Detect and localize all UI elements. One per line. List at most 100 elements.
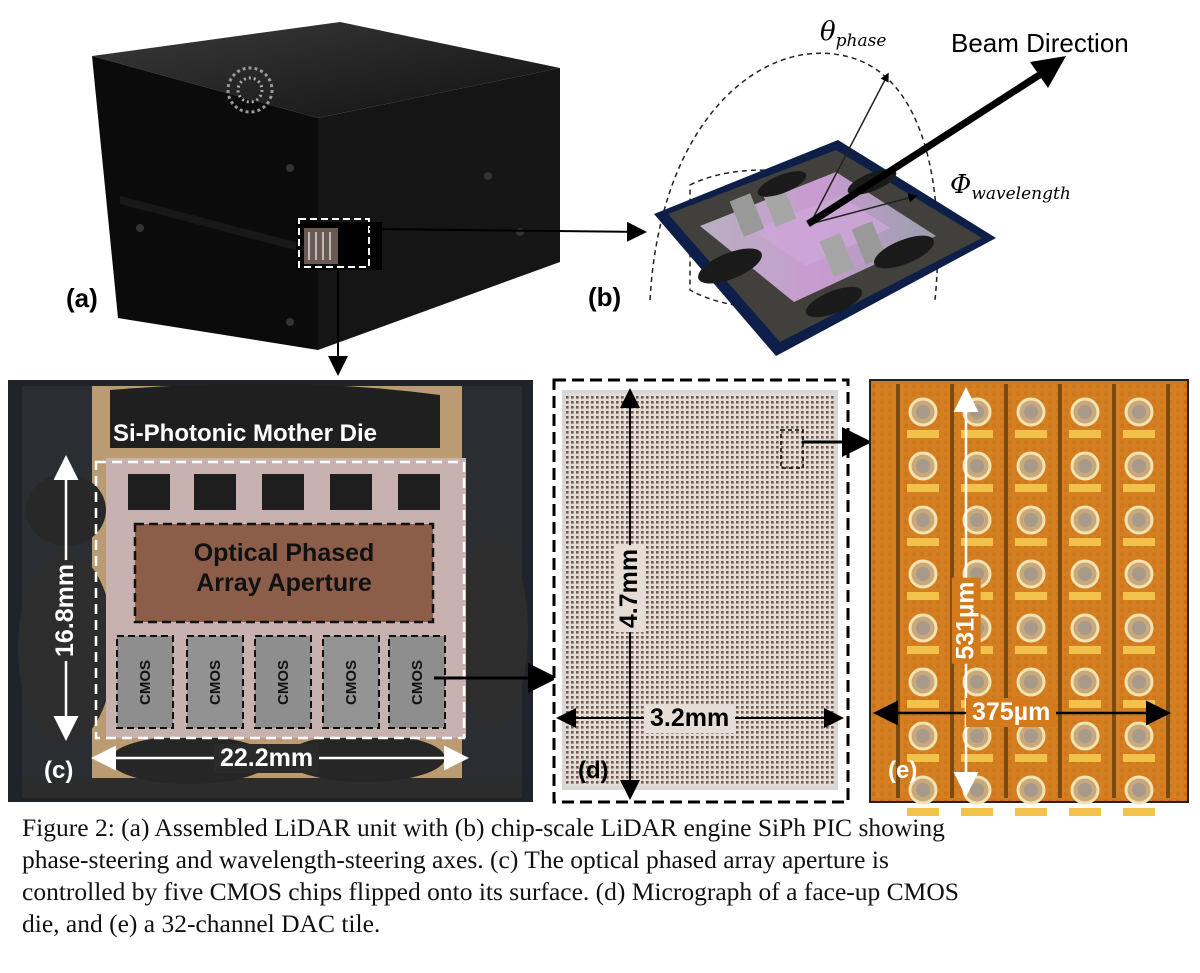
bump-pad-core (916, 783, 930, 797)
pad-trace (907, 538, 939, 546)
mother-die-photo (8, 380, 533, 802)
bump-pad-core (1078, 567, 1092, 581)
bump-pad-core (970, 729, 984, 743)
panel-b-label: (b) (588, 282, 622, 312)
die-height-dimension: 16.8mm (38, 559, 94, 661)
pad-trace (907, 430, 939, 438)
cmos-width-dimension: 3.2mm (644, 704, 736, 733)
pad-trace (1015, 646, 1047, 654)
bump-pad-core (1132, 783, 1146, 797)
bump-pad-core (1024, 567, 1038, 581)
caption-line: Figure 2: (a) Assembled LiDAR unit with … (22, 813, 945, 842)
cmos-chip-1: CMOS (136, 659, 154, 705)
aperture-outline (133, 522, 435, 624)
logo-icon (226, 66, 274, 114)
pad-trace (1015, 538, 1047, 546)
bump-pad-core (1078, 729, 1092, 743)
unit-highlight-box (298, 218, 370, 268)
dac-tile-highlight (780, 429, 804, 469)
mother-die-outline (94, 460, 466, 740)
bump-pad-core (1078, 783, 1092, 797)
cmos-chip-4: CMOS (342, 659, 360, 705)
pad-trace (1123, 592, 1155, 600)
bump-pad-core (1078, 621, 1092, 635)
panel-e-label: (e) (888, 757, 918, 784)
pad-trace (907, 700, 939, 708)
bump-pad-core (916, 729, 930, 743)
caption-line: controlled by five CMOS chips flipped on… (22, 877, 959, 906)
lidar-unit-photo (92, 22, 560, 350)
pad-trace (1069, 808, 1101, 816)
bump-pad-core (916, 513, 930, 527)
bump-pad-core (1132, 405, 1146, 419)
phi-wavelength-label: Φwavelength (950, 170, 1071, 205)
mother-die-label: Si-Photonic Mother Die (113, 420, 377, 447)
pad-trace (907, 484, 939, 492)
die-width-dimension: 22.2mm (214, 744, 320, 773)
pad-trace (1069, 700, 1101, 708)
pad-trace (1123, 754, 1155, 762)
bump-pad-core (1024, 513, 1038, 527)
bump-pad-core (1024, 405, 1038, 419)
pad-trace (907, 754, 939, 762)
bump-pad-core (1132, 729, 1146, 743)
theta-phase-label: θphase (820, 17, 887, 52)
beam-direction-arrow (806, 69, 1046, 227)
pad-trace (1123, 430, 1155, 438)
panel-a-label: (a) (66, 283, 98, 313)
caption-line: die, and (e) a 32-channel DAC tile. (22, 909, 381, 938)
cmos-die-outline (552, 378, 850, 804)
bump-pad-core (1078, 405, 1092, 419)
cmos-chip-3: CMOS (274, 659, 292, 705)
dac-height-dimension: 531µm (938, 576, 994, 664)
pad-trace (1069, 592, 1101, 600)
cmos-height-dimension: 4.7mm (602, 544, 658, 632)
bump-pad-core (1132, 567, 1146, 581)
pad-trace (961, 808, 993, 816)
caption-line: phase-steering and wavelength-steering a… (22, 845, 889, 874)
bump-pad-core (1078, 513, 1092, 527)
bump-pad-core (916, 567, 930, 581)
pad-trace (1015, 592, 1047, 600)
pad-trace (1015, 484, 1047, 492)
bump-pad-core (1132, 459, 1146, 473)
panel-c-label: (c) (44, 757, 74, 784)
beam-direction-label: Beam Direction (951, 28, 1129, 58)
bump-pad-core (970, 459, 984, 473)
bump-pad-core (1132, 675, 1146, 689)
bump-pad-core (1024, 729, 1038, 743)
pad-trace (907, 646, 939, 654)
bump-pad-core (970, 513, 984, 527)
bump-pad-core (1024, 621, 1038, 635)
bump-pad-core (970, 783, 984, 797)
pad-trace (1123, 538, 1155, 546)
pad-trace (907, 592, 939, 600)
panel-d-label: (d) (578, 757, 609, 784)
bump-pad-core (1132, 513, 1146, 527)
pad-trace (1123, 484, 1155, 492)
pad-trace (1015, 754, 1047, 762)
cmos-chip-5: CMOS (408, 659, 426, 705)
bump-pad-core (1078, 675, 1092, 689)
bump-pad-core (1024, 675, 1038, 689)
pad-trace (1069, 484, 1101, 492)
pad-trace (1123, 700, 1155, 708)
pad-trace (1069, 754, 1101, 762)
pad-trace (1123, 646, 1155, 654)
bump-pad-core (1024, 783, 1038, 797)
pad-trace (1069, 538, 1101, 546)
bump-pad-core (970, 675, 984, 689)
pad-trace (1123, 808, 1155, 816)
pad-trace (1015, 430, 1047, 438)
bump-pad-core (916, 405, 930, 419)
pad-trace (1069, 646, 1101, 654)
arrow-a-to-b (368, 221, 647, 242)
figure-caption: Figure 2: (a) Assembled LiDAR unit with … (22, 812, 1182, 940)
bump-pad-core (970, 405, 984, 419)
bump-pad-core (916, 675, 930, 689)
dac-tile-micrograph (869, 379, 1189, 816)
bump-pad-core (916, 459, 930, 473)
bump-pad-core (916, 621, 930, 635)
